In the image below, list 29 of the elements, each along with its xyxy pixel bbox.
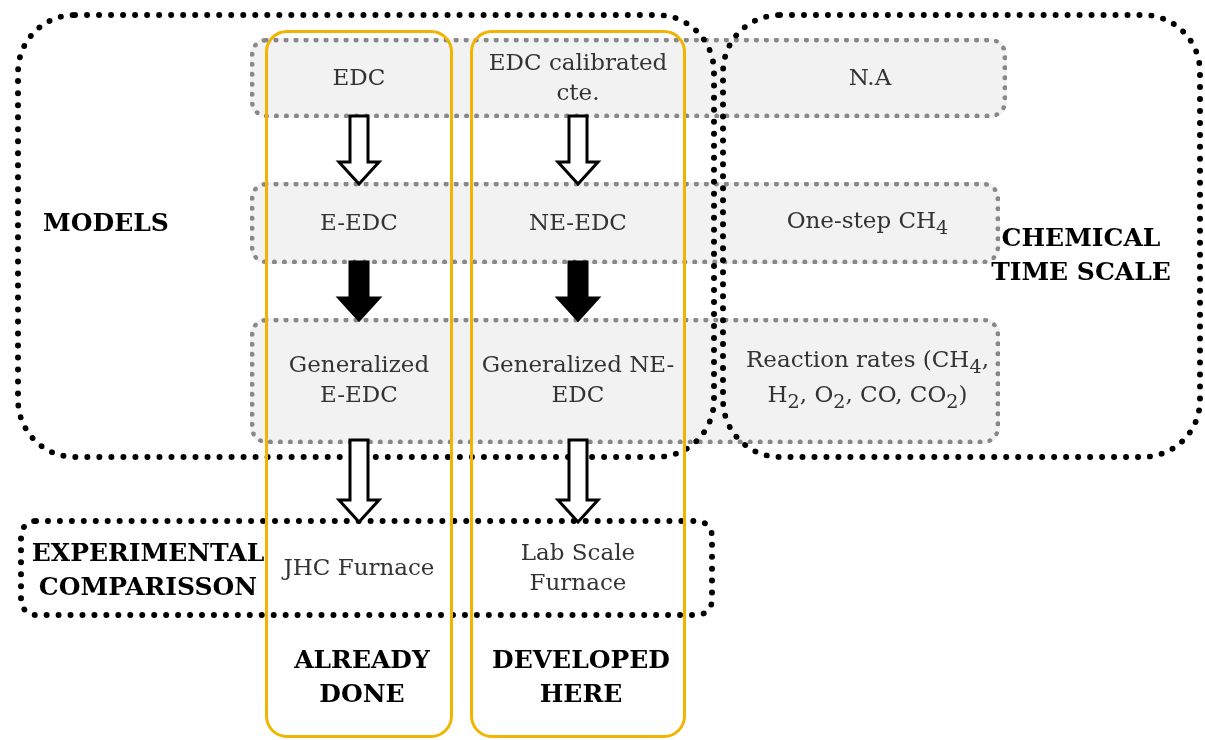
block-arrow — [335, 260, 383, 323]
dotted-region — [720, 12, 1203, 460]
model-label: E-EDC — [319, 208, 399, 238]
block-arrow — [554, 260, 602, 323]
block-arrow — [335, 438, 383, 525]
model-label: NE-EDC — [528, 208, 628, 238]
model-label: EDC calibrated cte. — [487, 48, 669, 107]
dotted-band — [18, 518, 715, 618]
column-frame — [470, 30, 686, 738]
block-arrow — [554, 438, 602, 525]
model-label: Generalized NE-EDC — [480, 350, 676, 409]
group-title: DEVELOPED HERE — [490, 644, 672, 710]
block-arrow — [554, 114, 602, 187]
group-title: EXPERIMENTAL COMPARISSON — [30, 537, 266, 603]
model-label: EDC — [331, 63, 387, 93]
group-title: CHEMICAL TIME SCALE — [990, 222, 1172, 288]
model-label: Lab Scale Furnace — [519, 538, 637, 597]
model-label: Reaction rates (CH$_{4}$, H$_{2}$, O$_{2}$, CO, CO$_{2}$) — [745, 345, 990, 415]
group-title: ALREADY DONE — [293, 644, 431, 710]
group-title: MODELS — [42, 207, 170, 239]
model-label: Generalized E-EDC — [287, 350, 431, 409]
model-label: N.A — [847, 63, 893, 93]
shaded-row-band — [250, 38, 1007, 118]
block-arrow — [335, 114, 383, 187]
model-label: One-step CH$_{4}$ — [785, 205, 950, 241]
shaded-row-band — [250, 182, 1000, 264]
column-frame — [265, 30, 453, 738]
model-label: JHC Furnace — [280, 553, 436, 583]
shaded-row-band — [250, 318, 1000, 444]
